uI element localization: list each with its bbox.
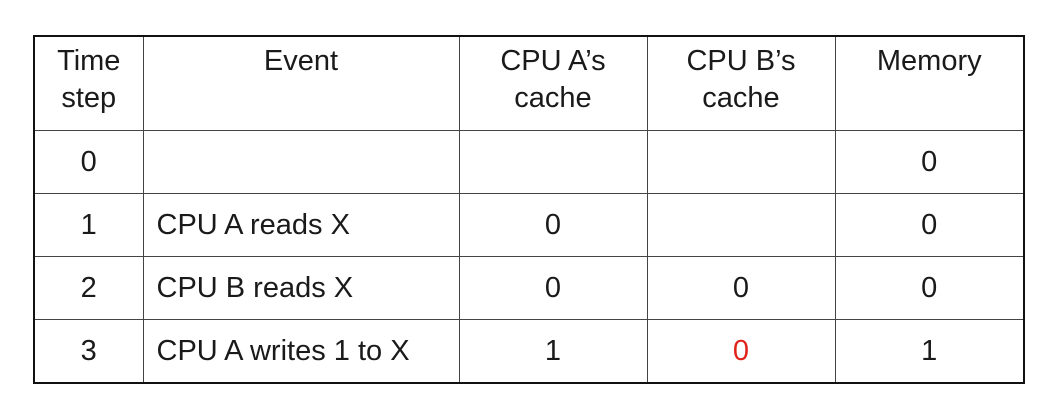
event-cell: CPU A writes 1 to X	[142, 319, 460, 384]
header-event: Event	[142, 35, 460, 131]
memory-cell: 0	[834, 256, 1025, 320]
time-step-cell: 3	[33, 319, 144, 384]
header-memory-label: Memory	[876, 45, 982, 77]
header-cpu-a-cache-line1: CPU A’s	[500, 45, 606, 77]
cpu-a-cache-cell: 0	[458, 193, 648, 257]
memory-cell: 1	[834, 319, 1025, 384]
time-step-cell: 2	[33, 256, 144, 320]
memory-cell: 0	[834, 130, 1025, 194]
cpu-b-cache-stale-cell: 0	[646, 319, 836, 384]
event-cell: CPU A reads X	[142, 193, 460, 257]
header-cpu-b-cache-line2: cache	[702, 81, 780, 114]
header-time-step-line2: step	[61, 81, 117, 114]
time-step-cell: 0	[33, 130, 144, 194]
header-time-step: Time step	[33, 35, 144, 131]
header-cpu-b-cache: CPU B’s cache	[646, 35, 836, 131]
table-row: 1 CPU A reads X 0 0	[33, 193, 1025, 257]
cpu-a-cache-cell: 0	[458, 256, 648, 320]
cpu-b-cache-cell	[646, 130, 836, 194]
table-row: 2 CPU B reads X 0 0 0	[33, 256, 1025, 320]
cpu-b-cache-cell	[646, 193, 836, 257]
event-cell	[142, 130, 460, 194]
cache-coherence-table: Time step Event CPU A’s cache CPU B’s ca…	[33, 35, 1025, 384]
cpu-a-cache-cell: 1	[458, 319, 648, 384]
header-cpu-a-cache-line2: cache	[514, 81, 592, 114]
header-cpu-a-cache: CPU A’s cache	[458, 35, 648, 131]
table-row: 3 CPU A writes 1 to X 1 0 1	[33, 319, 1025, 384]
cpu-a-cache-cell	[458, 130, 648, 194]
header-time-step-line1: Time	[57, 45, 121, 77]
cpu-b-cache-cell: 0	[646, 256, 836, 320]
header-event-label: Event	[263, 45, 339, 77]
header-cpu-b-cache-line1: CPU B’s	[686, 45, 796, 77]
table-row: 0 0	[33, 130, 1025, 194]
memory-cell: 0	[834, 193, 1025, 257]
header-row: Time step Event CPU A’s cache CPU B’s ca…	[33, 35, 1025, 131]
header-memory: Memory	[834, 35, 1025, 131]
event-cell: CPU B reads X	[142, 256, 460, 320]
time-step-cell: 1	[33, 193, 144, 257]
